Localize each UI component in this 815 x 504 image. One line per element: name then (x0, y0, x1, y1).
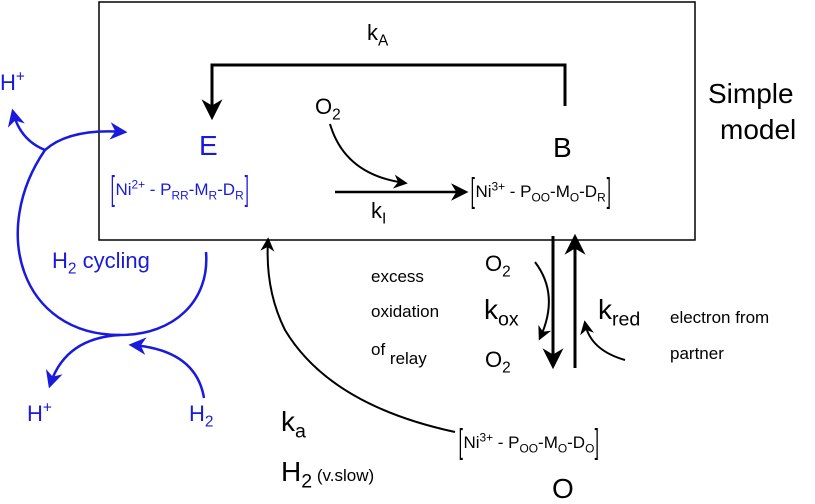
state-O-letter: O (552, 473, 574, 504)
label-kred: kred (598, 294, 641, 331)
label-kox: kox (484, 294, 519, 331)
arrow-h-plus-bottom (45, 333, 121, 389)
arrow-h-plus-top (7, 108, 46, 152)
label-ka: ka (281, 406, 306, 443)
note-electron-line2: partner (670, 344, 724, 363)
arrow-o2-kox (534, 261, 552, 341)
state-B-letter: B (553, 132, 572, 163)
model-label-line1: Simple (708, 78, 794, 109)
label-h-plus-bottom: H+ (27, 399, 52, 426)
label-kA: kA (367, 20, 389, 50)
label-o2-in: O2 (485, 251, 511, 281)
note-electron-line1: electron from (670, 308, 770, 327)
arrow-ka (260, 237, 456, 433)
arrow-h2-in (128, 337, 206, 399)
model-label-line2: model (720, 114, 797, 145)
note-excess-line1: excess (371, 267, 424, 286)
state-B-formula: [ Ni3+ - POO-MO-DR ] (470, 172, 611, 210)
state-O-formula: [ Ni3+ - POO-MO-DO ] (458, 423, 600, 461)
note-excess-line3: of relay (371, 340, 427, 369)
h2-cycling-arc (16, 149, 208, 337)
arrow-to-E (44, 122, 128, 151)
state-E-letter: E (199, 130, 218, 161)
label-h2-cycling: H2 cycling (52, 248, 150, 278)
label-h2-slow: H2 (v.slow) (281, 456, 375, 493)
label-h2-in: H2 (189, 401, 214, 431)
note-excess-line2: oxidation (371, 302, 440, 321)
label-h-plus-top: H+ (0, 68, 25, 95)
arrow-electron (580, 320, 626, 361)
label-o2-top: O2 (315, 94, 341, 124)
arrow-kA (201, 63, 567, 121)
simple-model-box (98, 1, 696, 241)
label-kI: kI (371, 198, 387, 228)
label-o2-out: O2 (485, 347, 511, 377)
state-E-formula: [ Ni2+ - PRR-MR-DR ] (110, 170, 249, 208)
arrow-o2-in (329, 123, 408, 189)
